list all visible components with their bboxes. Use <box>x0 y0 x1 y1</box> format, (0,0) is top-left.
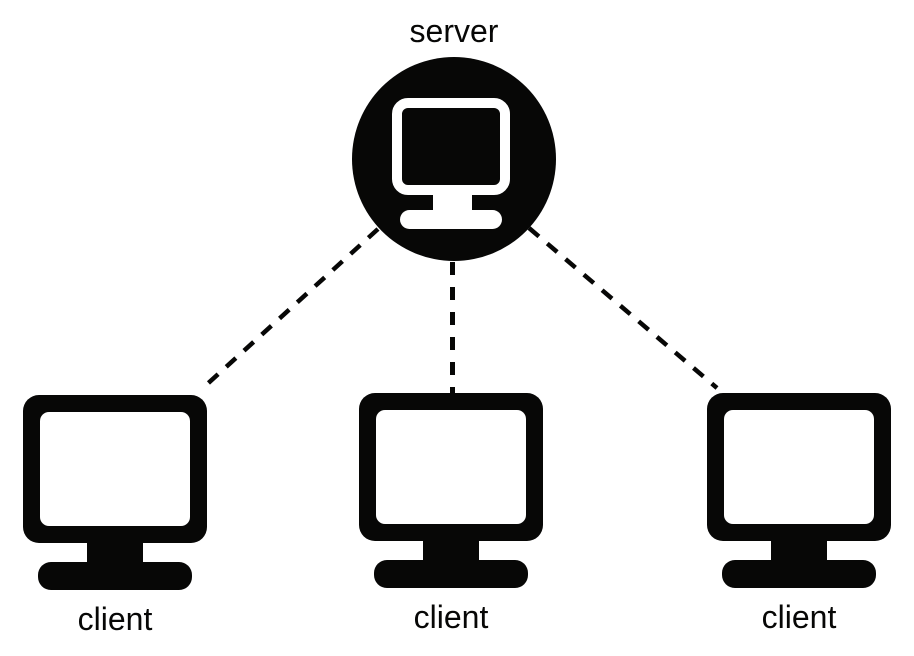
desktop-monitor-icon <box>23 395 207 590</box>
server-node <box>352 57 556 261</box>
client-node-1: client <box>23 395 207 636</box>
client-node-2: client <box>359 393 543 634</box>
server-label: server <box>409 13 499 49</box>
client-label: client <box>413 599 489 635</box>
client-label: client <box>77 601 153 637</box>
desktop-monitor-icon <box>707 393 891 588</box>
desktop-computer-icon <box>352 57 556 261</box>
desktop-monitor-icon <box>359 393 543 588</box>
client-node-3: client <box>707 393 891 634</box>
client-label: client <box>761 599 837 635</box>
connection-server-client-3 <box>527 226 719 390</box>
connection-server-client-1 <box>202 227 380 389</box>
